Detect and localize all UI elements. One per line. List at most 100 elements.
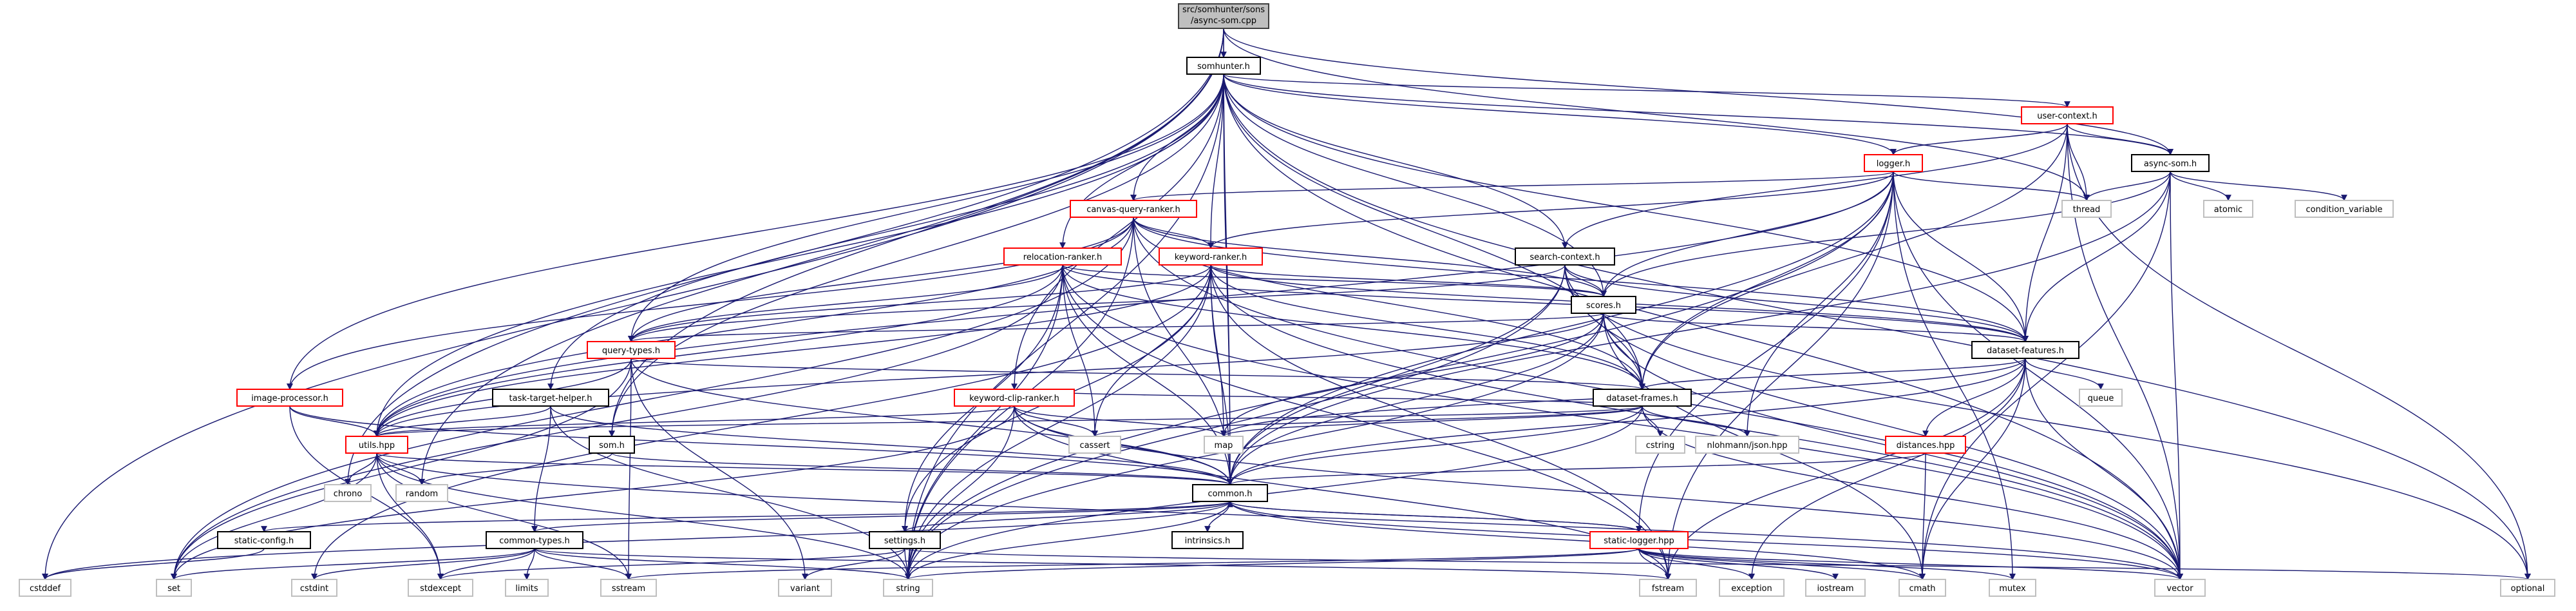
node-scores-h[interactable]: scores.h bbox=[1571, 296, 1636, 314]
node-sstream: sstream bbox=[600, 579, 657, 597]
node-label: fstream bbox=[1652, 584, 1684, 594]
node-label: /async-som.cpp bbox=[1191, 16, 1256, 26]
node-cstdint: cstdint bbox=[291, 579, 337, 597]
node-label: optional bbox=[2511, 584, 2545, 594]
node-settings-h[interactable]: settings.h bbox=[869, 531, 941, 549]
node-query-types-h[interactable]: query-types.h bbox=[587, 341, 676, 359]
node-dataset-frames-h[interactable]: dataset-frames.h bbox=[1593, 389, 1692, 407]
edge-relocation-ranker-h-to-fstream bbox=[1062, 264, 1671, 580]
edge-dataset-features-h-to-dataset-frames-h bbox=[1639, 358, 2026, 390]
node-chrono: chrono bbox=[324, 484, 372, 502]
edge-root-line1-to-random bbox=[419, 28, 1224, 485]
edge-scores-h-to-string bbox=[905, 313, 1604, 580]
node-cstring: cstring bbox=[1635, 436, 1685, 454]
edge-async-som-h-to-vector bbox=[2170, 171, 2183, 580]
edge-dataset-frames-h-to-cassert bbox=[1092, 405, 1643, 437]
edge-search-context-h-to-query-types-h bbox=[628, 264, 1566, 342]
node-relocation-ranker-h[interactable]: relocation-ranker.h bbox=[1003, 247, 1122, 266]
node-label: somhunter.h bbox=[1197, 62, 1250, 72]
node-label: user-context.h bbox=[2037, 112, 2098, 121]
edge-somhunter-h-to-common-h bbox=[1223, 73, 1233, 485]
node-label: canvas-query-ranker.h bbox=[1086, 205, 1180, 215]
edge-search-context-h-to-vector bbox=[1564, 264, 2183, 580]
node-label: cstddef bbox=[30, 584, 61, 594]
node-set: set bbox=[156, 579, 192, 597]
node-cassert: cassert bbox=[1068, 436, 1121, 454]
edge-dataset-features-h-to-vector bbox=[2025, 358, 2183, 580]
edge-common-h-to-vector bbox=[1229, 501, 2183, 580]
node-string: string bbox=[883, 579, 933, 597]
edge-keyword-clip-ranker-h-to-utils-hpp bbox=[374, 405, 1015, 437]
edge-dataset-frames-h-to-string bbox=[905, 405, 1643, 580]
node-label: queue bbox=[2088, 394, 2114, 403]
edge-keyword-ranker-h-to-query-types-h bbox=[628, 264, 1211, 342]
node-label: task-target-helper.h bbox=[509, 394, 592, 403]
edge-keyword-ranker-h-to-map bbox=[1210, 264, 1227, 437]
edge-logger-h-to-canvas-query-ranker-h bbox=[1130, 171, 1894, 201]
node-keyword-ranker-h[interactable]: keyword-ranker.h bbox=[1159, 247, 1263, 266]
node-keyword-clip-ranker-h[interactable]: keyword-clip-ranker.h bbox=[954, 389, 1075, 407]
edge-utils-hpp-to-chrono bbox=[345, 452, 377, 485]
node-random: random bbox=[395, 484, 448, 502]
node-som-h[interactable]: som.h bbox=[589, 436, 635, 454]
edge-common-h-to-string bbox=[905, 501, 1231, 580]
edge-search-context-h-to-dataset-features-h bbox=[1564, 264, 2029, 342]
node-somhunter-h[interactable]: somhunter.h bbox=[1186, 57, 1261, 75]
node-label: settings.h bbox=[884, 536, 925, 546]
node-intrinsics-h[interactable]: intrinsics.h bbox=[1171, 531, 1244, 549]
node-label: utils.hpp bbox=[359, 441, 395, 451]
node-label: search-context.h bbox=[1530, 253, 1600, 262]
node-label: som.h bbox=[599, 441, 625, 451]
node-label: dataset-features.h bbox=[1987, 346, 2064, 356]
edge-dataset-features-h-to-distances-hpp bbox=[1922, 358, 2026, 437]
edge-user-context-h-to-async-som-h bbox=[2067, 123, 2174, 155]
node-cmath: cmath bbox=[1899, 579, 1946, 597]
edge-common-h-to-cstddef bbox=[42, 501, 1231, 580]
node-task-target-helper-h[interactable]: task-target-helper.h bbox=[492, 389, 609, 407]
node-logger-h[interactable]: logger.h bbox=[1864, 154, 1923, 172]
node-label: mutex bbox=[1999, 584, 2026, 594]
edge-canvas-query-ranker-h-to-query-types-h bbox=[628, 217, 1134, 342]
edge-search-context-h-to-optional bbox=[1564, 264, 2531, 580]
edge-async-som-h-to-cmath bbox=[1919, 171, 2171, 580]
edge-common-h-to-common-types-h bbox=[531, 501, 1231, 532]
node-image-processor-h[interactable]: image-processor.h bbox=[236, 389, 343, 407]
node-label: cassert bbox=[1079, 441, 1110, 451]
node-optional: optional bbox=[2500, 579, 2555, 597]
edge-static-logger-hpp-to-exception bbox=[1638, 548, 1755, 580]
node-user-context-h[interactable]: user-context.h bbox=[2021, 106, 2114, 124]
node-static-config-h[interactable]: static-config.h bbox=[217, 531, 311, 549]
edge-common-types-h-to-set bbox=[171, 548, 535, 580]
edge-static-config-h-to-cstddef bbox=[42, 548, 265, 580]
node-distances-hpp[interactable]: distances.hpp bbox=[1885, 436, 1966, 454]
edge-logger-h-to-mutex bbox=[1893, 171, 2016, 580]
edge-common-types-h-to-cstdint bbox=[311, 548, 535, 580]
node-static-logger-hpp[interactable]: static-logger.hpp bbox=[1589, 531, 1689, 549]
node-common-h[interactable]: common.h bbox=[1192, 484, 1268, 502]
node-label: query-types.h bbox=[602, 346, 660, 356]
edge-static-logger-hpp-to-fstream bbox=[1638, 548, 1671, 580]
node-label: common.h bbox=[1208, 489, 1253, 499]
node-utils-hpp[interactable]: utils.hpp bbox=[345, 436, 408, 454]
edge-utils-hpp-to-vector bbox=[376, 452, 2183, 580]
edge-static-logger-hpp-to-iostream bbox=[1638, 548, 1839, 580]
node-common-types-h[interactable]: common-types.h bbox=[486, 531, 583, 549]
node-async-som-cpp: src/somhunter/sons/async-som.cpp bbox=[1178, 3, 1269, 29]
edge-keyword-ranker-h-to-vector bbox=[1210, 264, 2183, 580]
edge-distances-hpp-to-cmath bbox=[1919, 452, 1926, 580]
edge-relocation-ranker-h-to-string bbox=[905, 264, 1063, 580]
node-search-context-h[interactable]: search-context.h bbox=[1515, 247, 1615, 266]
edge-somhunter-h-to-dataset-features-h bbox=[1223, 73, 2029, 342]
node-canvas-query-ranker-h[interactable]: canvas-query-ranker.h bbox=[1070, 200, 1197, 218]
edge-dataset-frames-h-to-utils-hpp bbox=[374, 405, 1643, 437]
node-label: stdexcept bbox=[420, 584, 461, 594]
edge-canvas-query-ranker-h-to-scores-h bbox=[1133, 217, 1607, 297]
node-dataset-features-h[interactable]: dataset-features.h bbox=[1971, 341, 2079, 359]
edge-utils-hpp-to-stdexcept bbox=[376, 452, 444, 580]
edge-somhunter-h-to-vector bbox=[1223, 73, 2183, 580]
edge-logger-h-to-vector bbox=[1893, 171, 2183, 580]
node-async-som-h[interactable]: async-som.h bbox=[2131, 154, 2210, 172]
node-label: scores.h bbox=[1586, 301, 1621, 311]
edge-async-som-h-to-scores-h bbox=[1600, 171, 2171, 297]
